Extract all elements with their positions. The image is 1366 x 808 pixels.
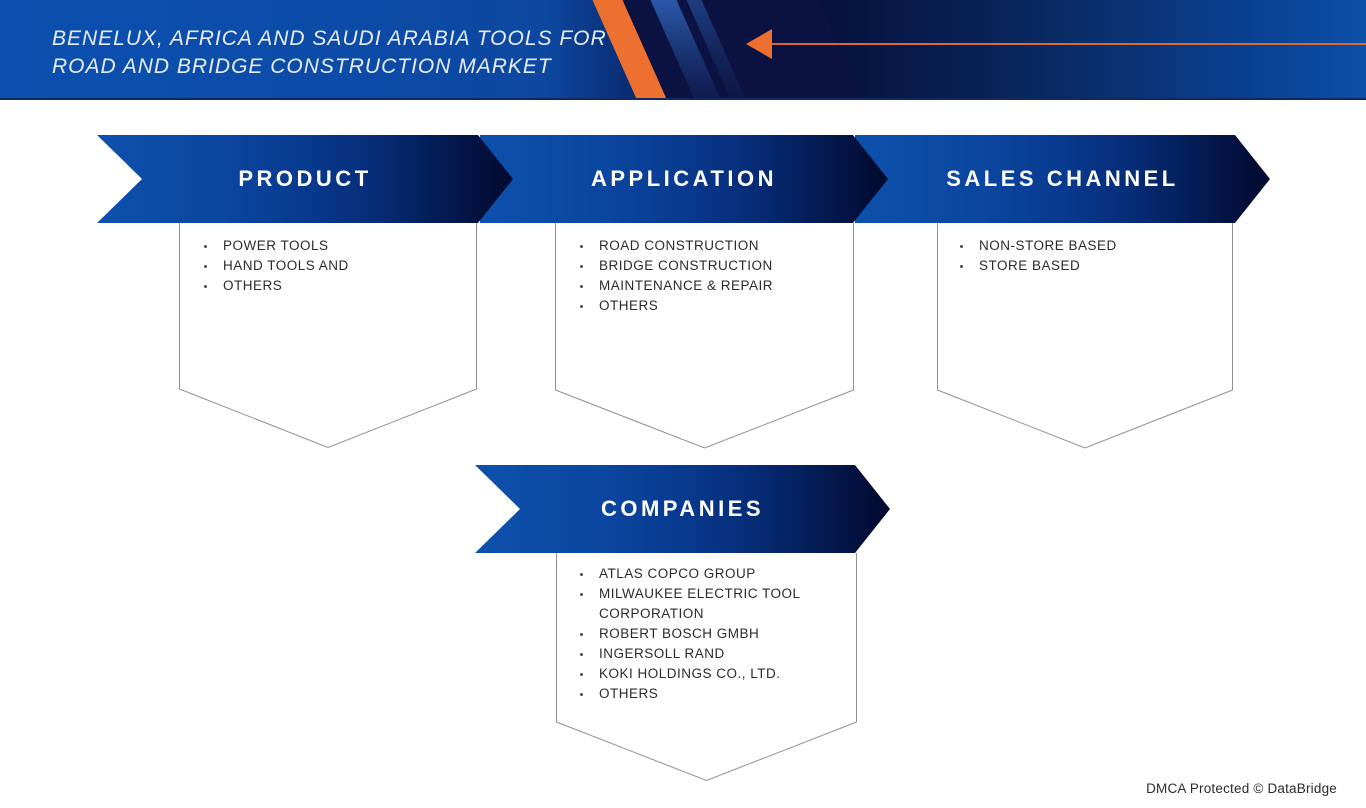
bullet-dot (580, 633, 583, 636)
list-item-label: BRIDGE CONSTRUCTION (599, 258, 773, 273)
list-item-label: NON-STORE BASED (979, 238, 1117, 253)
list-item: ROAD CONSTRUCTION (580, 236, 830, 256)
segment-banner-sales-channel: SALES CHANNEL (855, 135, 1270, 223)
list-item: ATLAS COPCO GROUP (580, 564, 832, 584)
bullet-dot (580, 265, 583, 268)
list-item: ROBERT BOSCH GMBH (580, 624, 832, 644)
bullet-dot (204, 245, 207, 248)
left-arrow-icon (746, 29, 772, 59)
list-item: OTHERS (580, 684, 832, 704)
segment-banner-product: PRODUCT (97, 135, 513, 223)
list-item-label: STORE BASED (979, 258, 1081, 273)
list-item: POWER TOOLS (204, 236, 454, 256)
list-item: MILWAUKEE ELECTRIC TOOL CORPORATION (580, 584, 832, 624)
bullet-dot (580, 305, 583, 308)
bullet-dot (580, 245, 583, 248)
list-item-label: OTHERS (599, 298, 659, 313)
list-item-label: MAINTENANCE & REPAIR (599, 278, 774, 293)
segment-list-companies: ATLAS COPCO GROUP MILWAUKEE ELECTRIC TOO… (580, 564, 832, 704)
bullet-dot (580, 673, 583, 676)
page-title: BENELUX, AFRICA AND SAUDI ARABIA TOOLS F… (52, 25, 607, 81)
pennant-outline-companies (556, 553, 857, 782)
list-item: NON-STORE BASED (960, 236, 1210, 256)
segment-banner-label: APPLICATION (591, 166, 777, 191)
list-item: OTHERS (204, 276, 454, 296)
header-band: BENELUX, AFRICA AND SAUDI ARABIA TOOLS F… (0, 0, 1366, 100)
bullet-dot (960, 265, 963, 268)
page-title-line1: BENELUX, AFRICA AND SAUDI ARABIA TOOLS F… (52, 27, 607, 50)
list-item-label: MILWAUKEE ELECTRIC TOOL CORPORATION (599, 586, 801, 621)
list-item-label: OTHERS (223, 278, 283, 293)
dmca-copyright-text: DMCA Protected © DataBridge (1146, 781, 1337, 796)
arrow-line (766, 43, 1366, 45)
bullet-dot (580, 285, 583, 288)
list-item: KOKI HOLDINGS CO., LTD. (580, 664, 832, 684)
list-item: HAND TOOLS AND (204, 256, 454, 276)
segment-banner-application: APPLICATION (480, 135, 888, 223)
segment-list-product: POWER TOOLS HAND TOOLS AND OTHERS (204, 236, 454, 296)
list-item-label: POWER TOOLS (223, 238, 329, 253)
segment-list-application: ROAD CONSTRUCTION BRIDGE CONSTRUCTION MA… (580, 236, 830, 316)
pennant-outline-product (179, 223, 477, 449)
segment-banner-label: PRODUCT (238, 166, 372, 191)
list-item-label: HAND TOOLS AND (223, 258, 349, 273)
list-item: OTHERS (580, 296, 830, 316)
segment-banner-label: COMPANIES (600, 496, 765, 521)
list-item-label: INGERSOLL RAND (599, 646, 725, 661)
bullet-dot (204, 265, 207, 268)
bullet-dot (580, 573, 583, 576)
bullet-dot (580, 693, 583, 696)
bullet-dot (204, 285, 207, 288)
list-item-label: ATLAS COPCO GROUP (599, 566, 756, 581)
segment-banner-companies: COMPANIES (475, 465, 890, 553)
list-item-label: OTHERS (599, 686, 659, 701)
list-item-label: KOKI HOLDINGS CO., LTD. (599, 666, 781, 681)
page-title-line2: ROAD AND BRIDGE CONSTRUCTION MARKET (52, 55, 552, 78)
list-item-label: ROBERT BOSCH GMBH (599, 626, 760, 641)
segment-banner-label: SALES CHANNEL (946, 166, 1179, 191)
bullet-dot (580, 593, 583, 596)
segment-list-sales-channel: NON-STORE BASED STORE BASED (960, 236, 1210, 276)
list-item: MAINTENANCE & REPAIR (580, 276, 830, 296)
list-item-label: ROAD CONSTRUCTION (599, 238, 759, 253)
list-item: BRIDGE CONSTRUCTION (580, 256, 830, 276)
list-item: STORE BASED (960, 256, 1210, 276)
pennant-outline-application (555, 223, 854, 449)
bullet-dot (960, 245, 963, 248)
list-item: INGERSOLL RAND (580, 644, 832, 664)
pennant-outline-sales-channel (937, 223, 1233, 449)
bullet-dot (580, 653, 583, 656)
